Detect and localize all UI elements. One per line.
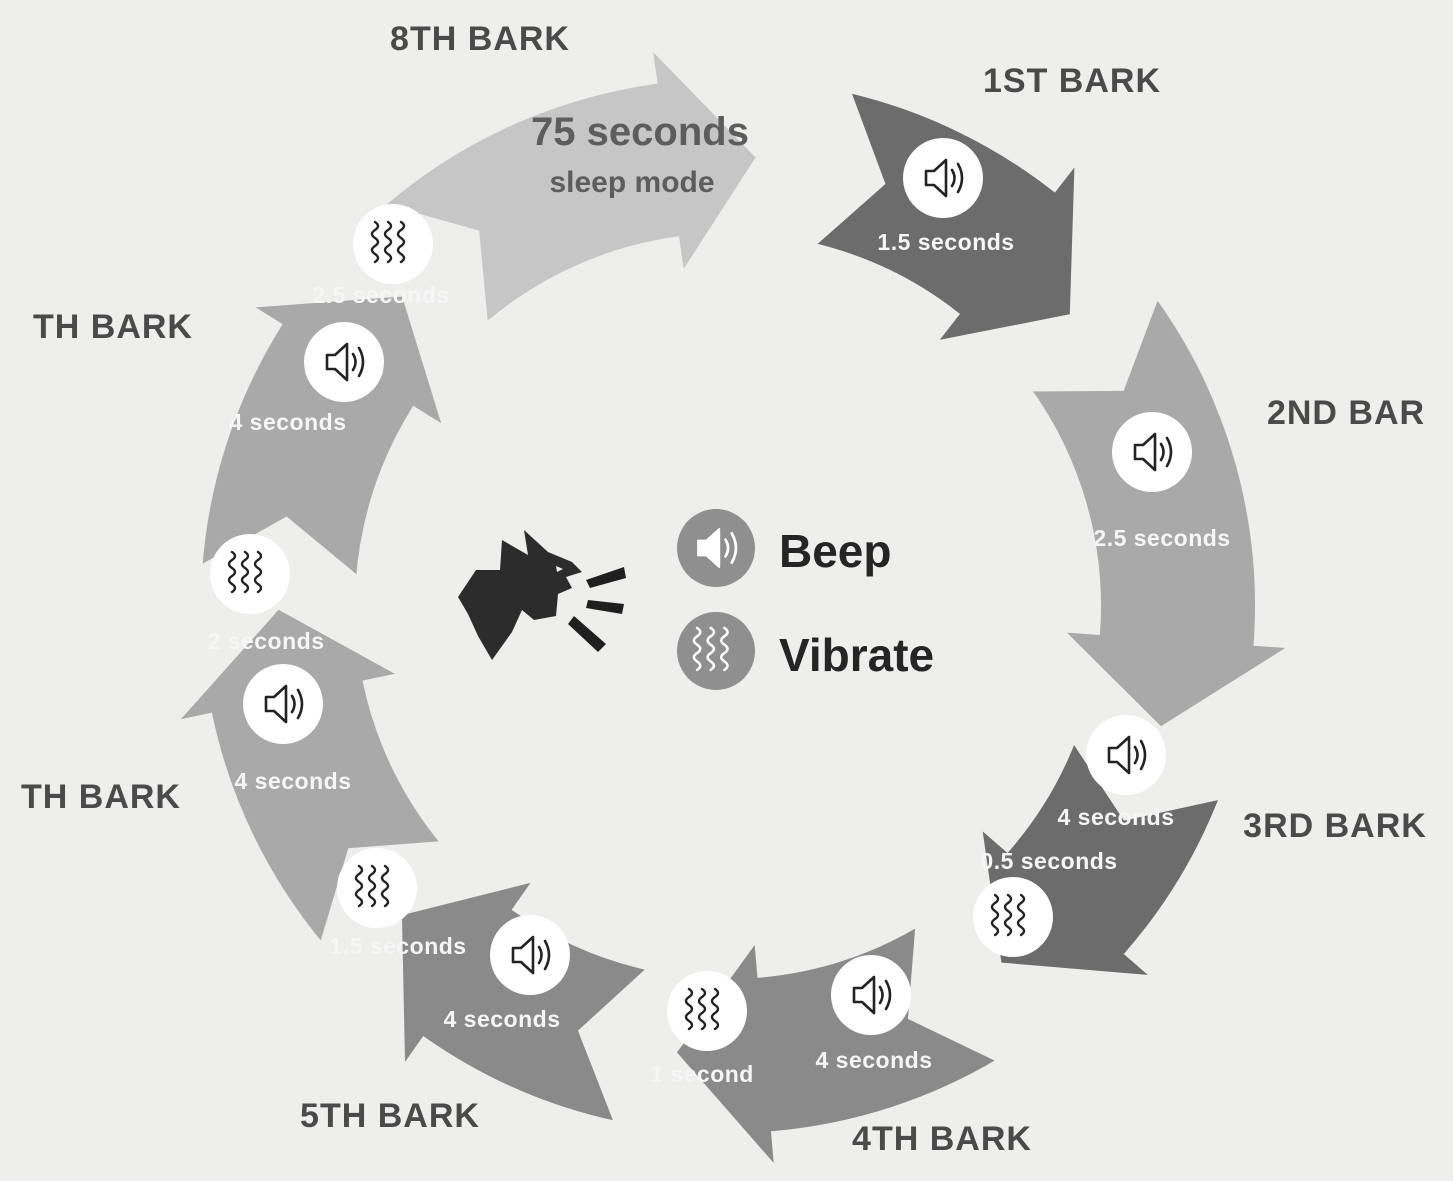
- bark8-arrow: [374, 34, 764, 333]
- speaker-icon: [903, 138, 983, 218]
- legend-vibrate: Vibrate: [677, 612, 934, 690]
- speaker-icon: [243, 664, 323, 744]
- speaker-icon: [1086, 715, 1166, 795]
- bark2-label: 2ND BAR: [1267, 394, 1425, 432]
- legend-beep-label: Beep: [779, 525, 891, 577]
- vibrate-icon: [692, 626, 729, 672]
- bark6-arrow: [164, 602, 451, 953]
- vibrate-icon: [353, 204, 433, 284]
- bark6-label: TH BARK: [21, 778, 181, 816]
- barking-dog-icon: [458, 530, 626, 660]
- bark1-beep-duration: 1.5 seconds: [877, 229, 1014, 255]
- speaker-icon: [697, 528, 738, 568]
- vibrate-icon: [667, 971, 747, 1051]
- vibrate-icon: [973, 877, 1053, 957]
- bark3-beep-duration: 4 seconds: [1058, 804, 1175, 830]
- speaker-icon: [831, 955, 911, 1035]
- bark5-label: 5TH BARK: [300, 1097, 480, 1135]
- bark3-vibrate-duration: 0.5 seconds: [980, 848, 1117, 874]
- sleep-mode-text: sleep mode: [549, 166, 714, 199]
- speaker-icon: [1112, 412, 1192, 492]
- legend-beep: Beep: [677, 509, 891, 587]
- speaker-icon: [490, 915, 570, 995]
- sleep-duration-text: 75 seconds: [531, 110, 749, 154]
- bark2-arrow: [1021, 288, 1304, 734]
- bark1-label: 1ST BARK: [983, 62, 1161, 100]
- bark6-beep-duration: 4 seconds: [235, 768, 352, 794]
- bark3-label: 3RD BARK: [1243, 807, 1427, 845]
- bark7-vibrate-duration: 2.5 seconds: [312, 282, 449, 308]
- bark7-label: TH BARK: [33, 308, 193, 346]
- bark5-beep-duration: 4 seconds: [444, 1006, 561, 1032]
- bark2-beep-duration: 2.5 seconds: [1093, 525, 1230, 551]
- bark5-arrow: [395, 873, 658, 1129]
- bark4-beep-duration: 4 seconds: [816, 1047, 933, 1073]
- bark8-label: 8TH BARK: [390, 20, 570, 58]
- bark5-vibrate-duration: 1.5 seconds: [329, 933, 466, 959]
- legend-vibrate-circle: [677, 612, 755, 690]
- speaker-icon: [304, 322, 384, 402]
- bark7-arrow: [195, 290, 452, 587]
- bark4-arrow: [669, 917, 1008, 1181]
- vibrate-icon: [337, 848, 417, 928]
- bark7-beep-duration: 4 seconds: [230, 409, 347, 435]
- legend-vibrate-label: Vibrate: [779, 629, 934, 681]
- bark4-vibrate-duration: 1 second: [650, 1061, 754, 1087]
- bark6-vibrate-duration: 2 seconds: [208, 628, 325, 654]
- bark4-label: 4TH BARK: [852, 1120, 1032, 1158]
- vibrate-icon: [210, 534, 290, 614]
